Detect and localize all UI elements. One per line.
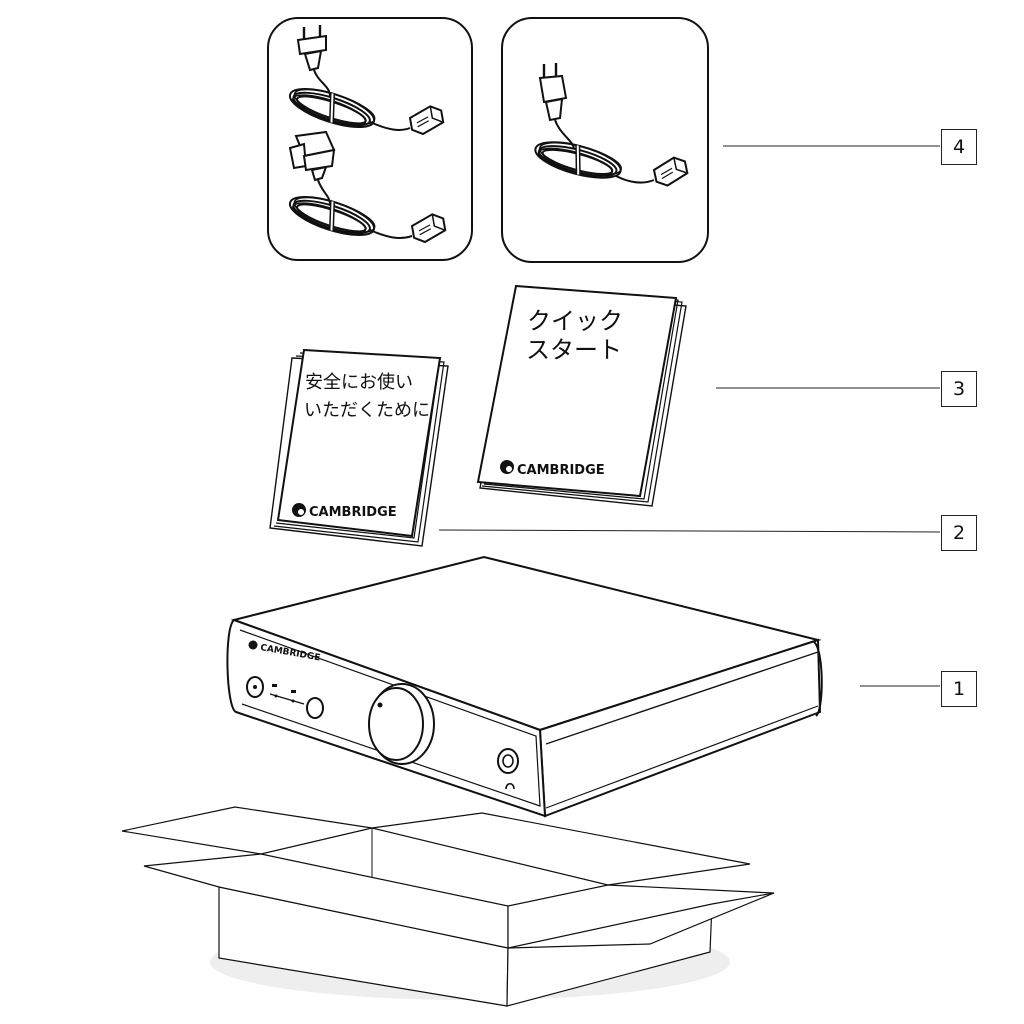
quick-start-booklet: クイック スタート CAMBRIDGE xyxy=(476,284,687,507)
safety-booklet-brand: CAMBRIDGE xyxy=(309,505,397,520)
power-cord-panel-left xyxy=(267,17,473,261)
safety-guide-booklet: 安全にお使い いただくために CAMBRIDGE xyxy=(269,348,449,547)
callout-3: 3 xyxy=(941,371,977,407)
quickstart-title-line2: スタート xyxy=(526,336,622,364)
japan-plug-cord-icon xyxy=(532,63,691,189)
power-cord-panel-right xyxy=(501,17,709,263)
callout-2: 2 xyxy=(941,515,977,551)
safety-booklet-title-line2: いただくために xyxy=(304,400,430,421)
power-button[interactable] xyxy=(246,676,264,698)
cambridge-logo-icon xyxy=(248,640,258,650)
callout-4: 4 xyxy=(941,129,977,165)
safety-booklet-title-line1: 安全にお使い xyxy=(305,372,413,393)
quickstart-brand: CAMBRIDGE xyxy=(517,463,605,478)
uk-plug-cord-icon xyxy=(286,130,448,244)
input-select-button[interactable] xyxy=(306,697,324,719)
callout-line-2 xyxy=(438,529,941,533)
open-shipping-box xyxy=(121,806,775,1007)
input-indicator-2 xyxy=(291,690,296,693)
quickstart-title-line1: クイック xyxy=(527,307,623,335)
europlug-cord-icon xyxy=(286,25,446,136)
amplifier-unit: CAMBRIDGE xyxy=(226,555,823,818)
headphone-icon xyxy=(505,782,515,790)
volume-knob[interactable] xyxy=(368,683,435,765)
input-indicator-1 xyxy=(272,684,277,687)
callout-1: 1 xyxy=(941,671,977,707)
headphone-jack[interactable] xyxy=(497,748,519,774)
